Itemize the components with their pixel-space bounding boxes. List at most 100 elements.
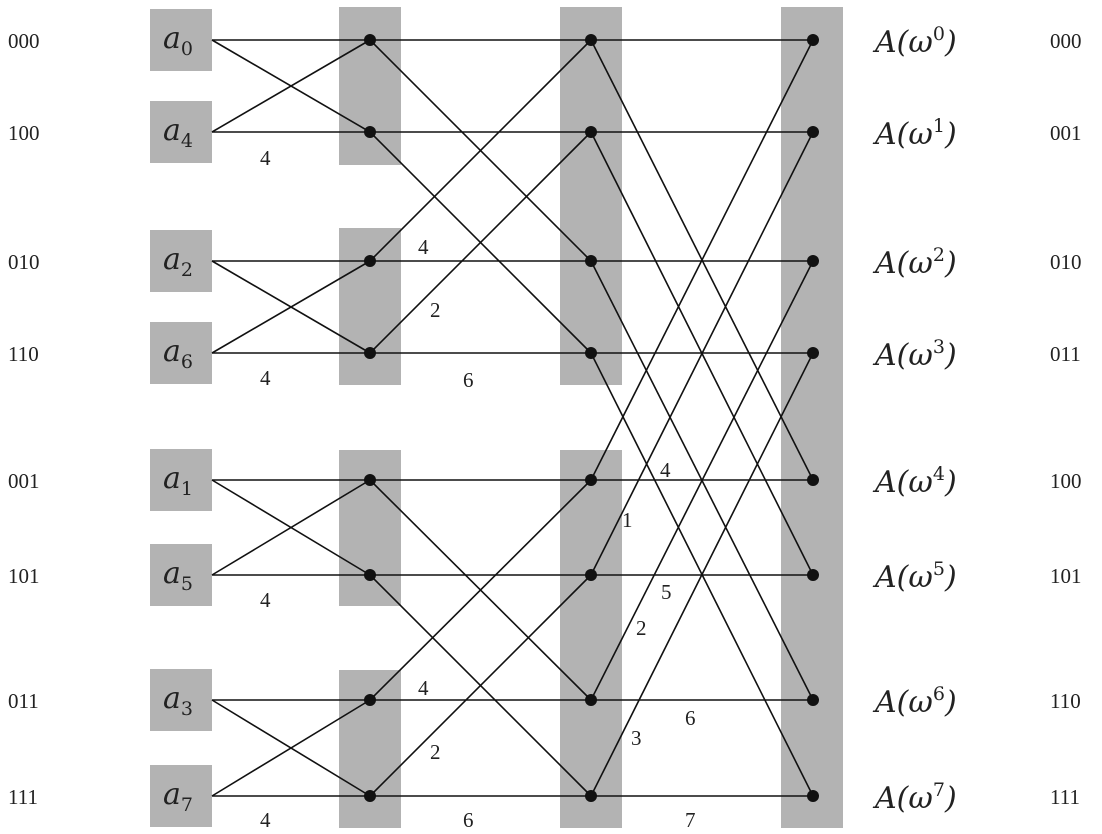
twiddle-weight-label: 4 xyxy=(260,366,271,390)
node-dot xyxy=(807,474,819,486)
coefficient-base: a xyxy=(163,681,181,716)
coefficient-base: a xyxy=(163,113,181,148)
node-dot xyxy=(364,694,376,706)
input-bit-label: 000 xyxy=(8,29,40,53)
coefficient-base: a xyxy=(163,334,181,369)
butterfly-edge xyxy=(369,479,592,701)
butterfly-edge xyxy=(211,699,371,797)
output-value-label: A(ω0) xyxy=(872,23,957,60)
node-dot xyxy=(364,474,376,486)
output-suffix: ) xyxy=(944,25,957,60)
butterfly-edge xyxy=(590,131,814,576)
input-coefficient-label: a1 xyxy=(163,461,193,500)
input-coefficient-label: a3 xyxy=(163,681,193,720)
butterfly-edge xyxy=(369,131,592,354)
input-box xyxy=(150,669,212,731)
output-value-label: A(ω1) xyxy=(872,115,957,152)
coefficient-base: a xyxy=(163,461,181,496)
stage2-group-box xyxy=(560,450,622,828)
output-exponent: 0 xyxy=(933,23,945,45)
input-coefficient-label: a7 xyxy=(163,777,193,816)
coefficient-subscript: 7 xyxy=(181,794,193,816)
node-dot xyxy=(807,694,819,706)
input-coefficient-label: a0 xyxy=(163,21,193,60)
input-bit-label: 100 xyxy=(8,121,40,145)
twiddle-weight-label: 4 xyxy=(260,808,271,832)
input-coefficient-label: a5 xyxy=(163,556,193,595)
output-prefix: A(ω xyxy=(872,117,933,152)
butterfly-edge xyxy=(211,479,371,576)
output-value-label: A(ω4) xyxy=(872,463,957,500)
output-exponent: 2 xyxy=(933,244,945,266)
output-exponent: 1 xyxy=(933,115,945,137)
output-bit-label: 000 xyxy=(1050,29,1082,53)
coefficient-subscript: 3 xyxy=(181,698,193,720)
twiddle-weight-label: 3 xyxy=(631,726,642,750)
output-suffix: ) xyxy=(944,117,957,152)
node-dot xyxy=(807,34,819,46)
node-dot xyxy=(807,126,819,138)
output-exponent: 6 xyxy=(933,683,945,705)
twiddle-weight-label: 2 xyxy=(430,740,441,764)
node-dot xyxy=(585,255,597,267)
output-exponent: 3 xyxy=(933,336,945,358)
output-suffix: ) xyxy=(944,560,957,595)
butterfly-edge xyxy=(590,260,814,701)
output-bit-label: 001 xyxy=(1050,121,1082,145)
butterfly-edge xyxy=(211,39,371,133)
node-dot xyxy=(807,255,819,267)
node-dot xyxy=(364,790,376,802)
node-dot xyxy=(364,569,376,581)
output-exponent: 5 xyxy=(933,558,945,580)
output-suffix: ) xyxy=(944,246,957,281)
input-bit-label: 010 xyxy=(8,250,40,274)
twiddle-weight-label: 2 xyxy=(430,298,441,322)
butterfly-edge xyxy=(211,260,371,354)
twiddle-weight-label: 6 xyxy=(685,706,696,730)
twiddle-weight-label: 2 xyxy=(636,616,647,640)
coefficient-base: a xyxy=(163,21,181,56)
node-dot xyxy=(585,694,597,706)
output-value-label: A(ω3) xyxy=(872,336,957,373)
coefficient-subscript: 6 xyxy=(181,351,193,373)
output-bit-label: 011 xyxy=(1050,342,1081,366)
output-value-label: A(ω2) xyxy=(872,244,957,281)
twiddle-weight-label: 7 xyxy=(685,808,696,832)
node-dot xyxy=(585,569,597,581)
twiddle-weight-label: 4 xyxy=(260,588,271,612)
node-dot xyxy=(364,255,376,267)
output-suffix: ) xyxy=(944,338,957,373)
output-bit-label: 101 xyxy=(1050,564,1082,588)
stage2-group-box xyxy=(560,7,622,385)
output-bit-label: 100 xyxy=(1050,469,1082,493)
coefficient-subscript: 5 xyxy=(181,573,193,595)
node-dot xyxy=(364,34,376,46)
twiddle-weight-label: 5 xyxy=(661,580,672,604)
output-value-label: A(ω6) xyxy=(872,683,957,720)
coefficient-base: a xyxy=(163,556,181,591)
stage1-group-box xyxy=(339,228,401,385)
stage1-group-box xyxy=(339,7,401,165)
node-dot xyxy=(585,34,597,46)
butterfly-edge xyxy=(590,352,814,797)
output-value-label: A(ω5) xyxy=(872,558,957,595)
twiddle-weight-label: 6 xyxy=(463,368,474,392)
output-prefix: A(ω xyxy=(872,338,933,373)
coefficient-base: a xyxy=(163,777,181,812)
output-suffix: ) xyxy=(944,685,957,720)
twiddle-weight-label: 1 xyxy=(622,508,633,532)
input-bit-label: 001 xyxy=(8,469,40,493)
coefficient-subscript: 0 xyxy=(181,38,193,60)
twiddle-weight-label: 4 xyxy=(260,146,271,170)
output-suffix: ) xyxy=(944,781,957,816)
output-prefix: A(ω xyxy=(872,25,933,60)
input-box xyxy=(150,322,212,384)
node-dot xyxy=(364,126,376,138)
output-bit-label: 010 xyxy=(1050,250,1082,274)
output-prefix: A(ω xyxy=(872,465,933,500)
output-prefix: A(ω xyxy=(872,781,933,816)
coefficient-subscript: 2 xyxy=(181,259,193,281)
node-dot xyxy=(585,790,597,802)
output-prefix: A(ω xyxy=(872,560,933,595)
